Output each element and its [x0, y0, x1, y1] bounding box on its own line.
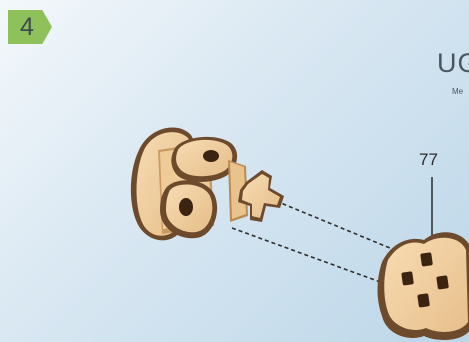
guide-line-upper	[276, 201, 402, 253]
wooden-joint-assembly-icon	[131, 127, 284, 240]
cross-pattern-disc-icon	[378, 232, 469, 340]
part-number-label: 77	[419, 150, 438, 170]
